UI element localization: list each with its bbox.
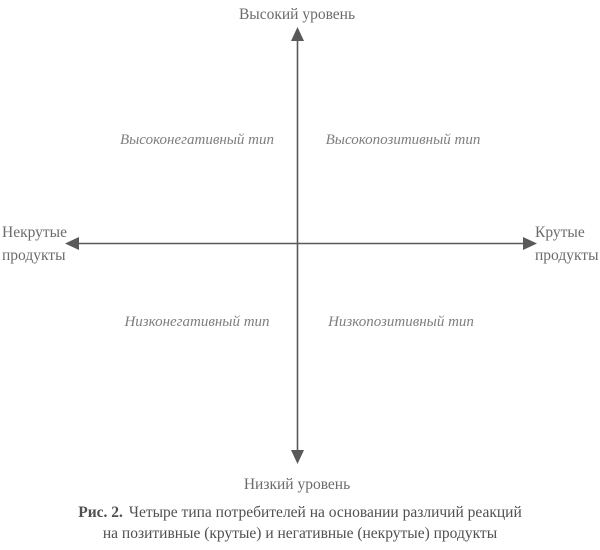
arrowhead-right-icon	[523, 237, 537, 250]
figure-caption-text2: на позитивные (крутые) и негативные (нек…	[102, 525, 498, 542]
axis-label-cool-line1: Крутые	[535, 224, 585, 241]
axis-label-uncool-products: Некрутые продукты	[2, 221, 67, 267]
figure-caption-text1: Четыре типа потребителей на основании ра…	[128, 504, 522, 521]
axis-label-high-level: Высокий уровень	[238, 6, 356, 23]
arrowhead-left-icon	[65, 237, 79, 250]
arrowhead-down-icon	[291, 450, 304, 464]
axis-label-cool-line2: продукты	[535, 247, 599, 264]
figure-caption-number: Рис. 2.	[78, 504, 123, 521]
figure-caption: Рис. 2. Четыре типа потребителей на основ…	[0, 502, 600, 544]
quadrant-label-high-negative: Высоконегативный тип	[119, 132, 275, 148]
axis-label-low-level: Низкий уровень	[243, 476, 351, 493]
quadrant-label-low-negative: Низконегативный тип	[124, 314, 270, 330]
figure-caption-line1: Рис. 2. Четыре типа потребителей на основ…	[0, 502, 600, 523]
quadrant-label-high-positive: Высокопозитивный тип	[325, 132, 481, 148]
axis-label-uncool-line2: продукты	[2, 247, 66, 264]
arrowhead-up-icon	[291, 27, 304, 41]
quadrant-label-low-positive: Низкопозитивный тип	[328, 314, 474, 330]
axis-label-cool-products: Крутые продукты	[535, 221, 599, 267]
axis-label-uncool-line1: Некрутые	[2, 224, 67, 241]
